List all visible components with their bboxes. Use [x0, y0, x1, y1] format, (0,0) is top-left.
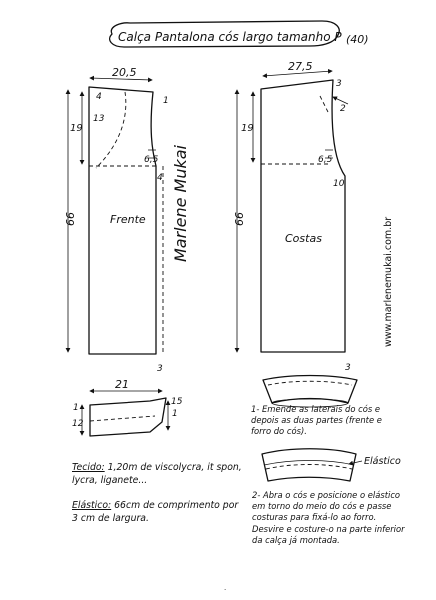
front-top-mark: 4	[96, 92, 102, 102]
back-dart-arrow	[332, 96, 349, 105]
elastic-text: 66cm de comprimento por 3 cm de largura.	[72, 500, 239, 524]
elastic-pointer-arrow	[348, 460, 363, 466]
front-crotch-depth: 19	[70, 123, 83, 134]
front-pleat-line	[95, 91, 127, 169]
page-mark: ·	[224, 586, 226, 594]
waistband-sewn-illustration	[262, 374, 358, 408]
front-crotch-side: 4	[157, 173, 163, 183]
page-title: Calça Pantalona cós largo tamanho P	[118, 30, 342, 44]
front-piece: 20,5 99 19 4 13 1 6,5 4 3 Frente	[63, 66, 169, 374]
fabric-text: 1,20m de viscolycra, it spon, lycra, lig…	[72, 462, 242, 486]
step1-note: 1- Emende as laterais do cós e depois as…	[251, 404, 382, 436]
front-length: 99	[63, 212, 76, 226]
step2-note: 2- Abra o cós e posicione o elástico em …	[252, 490, 405, 545]
waistband-left-top: 1	[73, 403, 79, 413]
waistband-left-height: 12	[72, 419, 84, 429]
back-width-arrow	[262, 68, 333, 79]
elastic-note: Elástico: 66cm de comprimento por 3 cm d…	[72, 500, 244, 525]
back-width: 27,5	[288, 60, 313, 73]
back-label: Costas	[285, 232, 322, 245]
waistband-fold-line	[89, 415, 156, 422]
front-pleat-mark: 13	[93, 114, 105, 124]
elastic-band-middle	[263, 460, 355, 466]
waistband-right-height: 15	[171, 397, 183, 407]
front-outline	[88, 86, 157, 355]
front-width-arrow	[89, 75, 153, 83]
back-crotch-side: 10	[333, 179, 345, 189]
waistband-right-mark: 1	[172, 409, 178, 419]
front-label: Frente	[110, 213, 146, 226]
waistband-elastic-illustration: Elástico	[261, 448, 401, 482]
front-crotch-marks	[148, 149, 156, 159]
back-outline	[260, 79, 346, 353]
waistband-width: 21	[115, 378, 129, 391]
sewn-band-stitching	[267, 380, 353, 386]
back-hem-mark: 3	[345, 363, 351, 373]
header: Calça Pantalona cós largo tamanho P (40)	[109, 20, 369, 48]
website: www.marlenemukai.com.br	[383, 217, 394, 347]
front-width: 20,5	[112, 66, 137, 79]
size-code: (40)	[346, 33, 369, 46]
front-crotch-ext: 6,5	[144, 155, 159, 165]
sewn-band-opening	[271, 398, 349, 408]
back-dart-mark: 2	[340, 104, 346, 114]
signature: Marlene Mukai	[171, 144, 190, 262]
waistband-piece: 21 1 12 15 1	[72, 378, 183, 437]
back-dart-line	[319, 95, 329, 113]
back-crotch-depth: 19	[241, 123, 254, 134]
front-hem-mark: 3	[157, 364, 163, 374]
back-top-mark: 3	[336, 79, 342, 89]
fabric-label: Tecido:	[72, 462, 105, 473]
fabric-note: Tecido: 1,20m de viscolycra, it spon, ly…	[72, 462, 244, 487]
elastic-label: Elástico	[364, 456, 401, 467]
back-length: 99	[232, 212, 245, 226]
front-waist-mark: 1	[163, 96, 169, 106]
elastic-band-stitching	[265, 464, 353, 470]
waistband-outline	[89, 397, 167, 437]
elastic-note-label: Elástico:	[72, 500, 112, 511]
title-frame	[109, 20, 340, 48]
back-crotch-ext: 6,5	[318, 155, 333, 165]
back-piece: 27,5 99 19 3 2 6,5 10 3 Costas	[232, 60, 351, 373]
back-crotch-marks	[325, 149, 333, 159]
elastic-band-shape	[261, 448, 357, 482]
